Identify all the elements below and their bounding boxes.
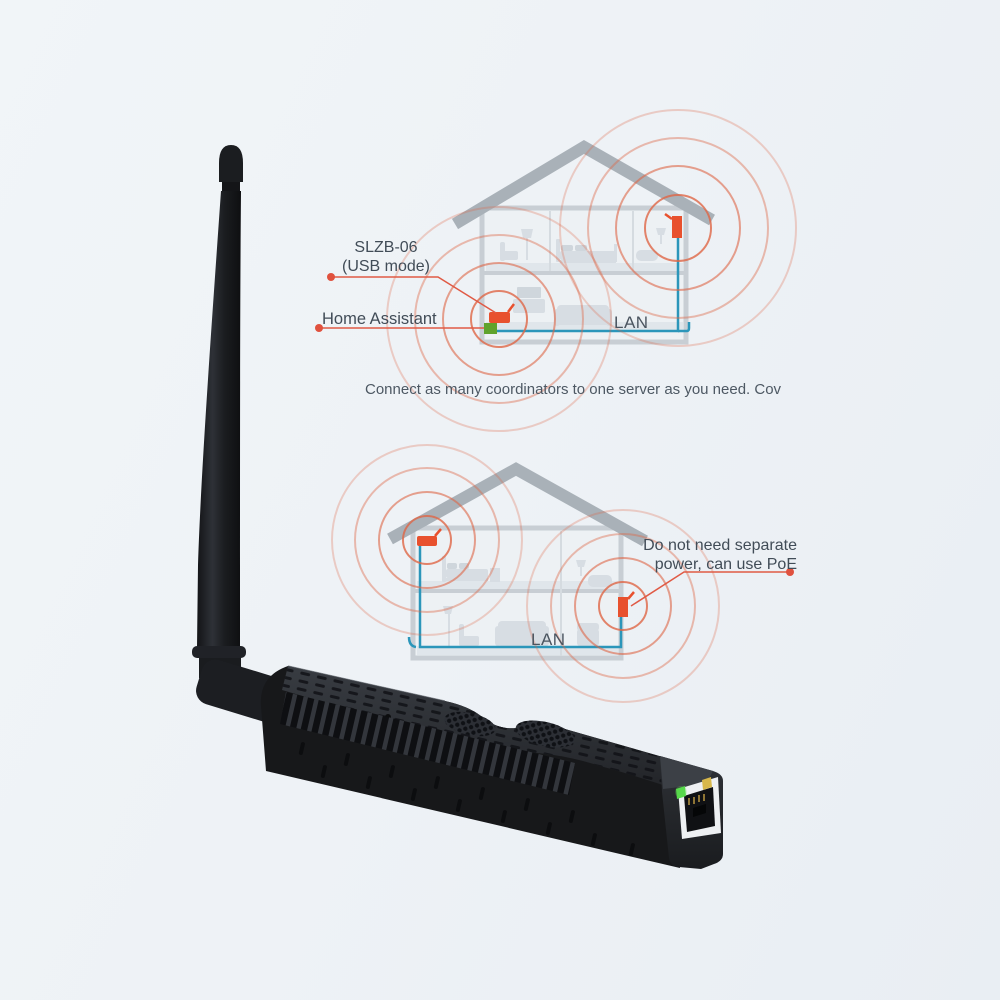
furniture-sofa [495, 626, 501, 646]
furniture-bottom-house [442, 556, 612, 646]
furniture-bed [446, 578, 488, 581]
furniture-bed [560, 260, 616, 263]
signal-waves-icon [331, 444, 523, 636]
usb-mode-label-line1: SLZB-06 [354, 239, 418, 256]
furniture-floor-lamp [443, 606, 453, 614]
furniture-sofa [498, 630, 546, 646]
poe-coordinator-antenna-icon [627, 591, 635, 600]
ethernet-latch-slot [693, 804, 706, 817]
antenna-ring [192, 646, 246, 658]
floor-shading [417, 646, 618, 655]
furniture-pillow [575, 245, 587, 251]
poe-label-line1: Do not need separate [643, 537, 797, 554]
furniture-sofa [543, 626, 549, 646]
furniture-bathtub [588, 575, 612, 587]
leader-dot [786, 568, 794, 576]
top-house-illustration [315, 109, 797, 432]
furniture-lamp [656, 228, 666, 235]
lan-label-top: LAN [614, 313, 649, 332]
furniture-bed [560, 251, 616, 260]
home-assistant-label: Home Assistant [322, 310, 437, 328]
leader-line [630, 571, 790, 607]
furniture-lamp [660, 234, 662, 244]
lan-cable-exit [407, 636, 417, 649]
device-body [260, 665, 680, 868]
furniture-bed [556, 239, 560, 262]
honeycomb-vent [515, 720, 575, 748]
poe-coordinator-device-icon [618, 597, 628, 617]
caption-text: Connect as many coordinators to one serv… [365, 381, 782, 398]
furniture-sofa [557, 313, 609, 325]
ethernet-port [675, 777, 721, 839]
device-lower-vents [298, 742, 635, 856]
furniture-sofa [498, 621, 546, 632]
furniture-tv [517, 287, 541, 298]
signal-waves-icon [386, 206, 612, 432]
usb-mode-label-line2: (USB mode) [341, 258, 431, 275]
furniture-bed [442, 556, 446, 582]
furniture-top-house [500, 228, 666, 326]
home-assistant-server-icon [484, 323, 497, 334]
coordinator-antenna-icon [434, 528, 442, 537]
antenna-tip [219, 145, 243, 182]
furniture-lamp [576, 560, 586, 567]
device-antenna [192, 145, 295, 725]
antenna-neck [222, 182, 240, 191]
slzb06-product [192, 145, 723, 869]
leader-line [331, 276, 497, 314]
floor-shading [486, 322, 683, 331]
leader-dot [327, 273, 335, 281]
lan-label-bottom: LAN [531, 630, 566, 649]
ethernet-led-amber [702, 777, 712, 790]
furniture-nightstand [490, 568, 500, 582]
coordinator-device-icon [672, 216, 682, 238]
furniture-floor-lamp [521, 229, 533, 238]
ethernet-end-cap [660, 756, 723, 869]
slzb06-usb-device-icon [489, 312, 510, 323]
furniture-pillow [447, 563, 457, 569]
furniture-sofa [557, 305, 609, 315]
coordinator-antenna-icon [664, 212, 673, 221]
furniture-pillow [561, 245, 573, 251]
leader-dot [315, 324, 323, 332]
furniture-sofa [606, 309, 612, 326]
furniture-armchair [462, 636, 479, 646]
furniture-cabinet [513, 299, 545, 313]
slzb06-usb-antenna-icon [507, 303, 515, 313]
poe-label-line2: power, can use PoE [654, 556, 797, 573]
floor-shading [486, 263, 683, 272]
honeycomb-vent [444, 711, 496, 737]
antenna-shaft [197, 191, 241, 648]
device-side-fins [280, 692, 575, 795]
furniture-bed [446, 569, 488, 578]
furniture-bathtub [636, 250, 658, 261]
signal-waves-icon [559, 109, 797, 347]
coordinator-device-icon [417, 536, 437, 546]
lan-cable-exit [678, 322, 691, 333]
ethernet-pins [688, 794, 705, 805]
furniture-floor-lamp [526, 237, 528, 260]
furniture-armchair [503, 251, 518, 260]
bottom-house-illustration [331, 444, 794, 703]
floor-shading [417, 581, 618, 590]
end-cap-bevel [660, 756, 713, 789]
furniture-floor-lamp [448, 613, 450, 646]
usb-mode-label: SLZB-06 (USB mode) [330, 238, 442, 276]
furniture-bed [614, 244, 617, 262]
lan-cable-line [418, 546, 623, 649]
signal-waves-icon [526, 509, 720, 703]
furniture-lamp [580, 566, 582, 576]
ethernet-led-green [676, 786, 686, 799]
device-edge-highlight [287, 665, 446, 702]
poe-label: Do not need separate power, can use PoE [597, 536, 797, 574]
